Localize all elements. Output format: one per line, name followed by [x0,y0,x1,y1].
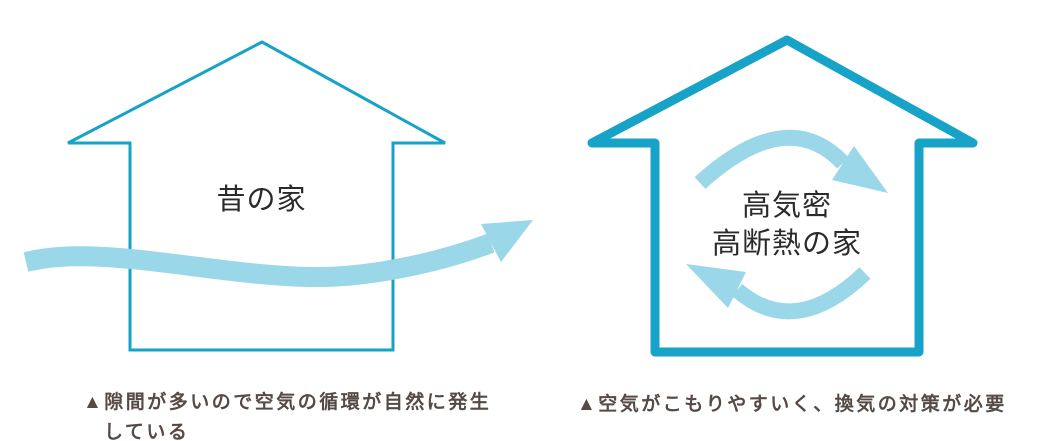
circulation-bottom-arrow-icon [686,264,871,320]
old-house-caption-line2: している [104,422,190,441]
old-house-outline [67,40,446,352]
new-house-caption: ▲空気がこもりやすいく、換気の対策が必要 [577,394,1007,415]
circulation-bottom-head [686,264,746,308]
circulation-bottom-shaft [731,267,871,320]
circulation-top-arrow-icon [694,129,888,193]
new-house-label: 高気密 高断熱の家 [655,187,919,263]
circulation-top-shaft [694,129,849,189]
airflow-arrow-head [481,220,533,262]
old-house-caption-line1: ▲隙間が多いので空気の循環が自然に発生 [83,392,492,413]
airflow-through-arrow-icon [23,220,533,288]
old-house-caption: ▲隙間が多いので空気の循環が自然に発生 している [83,388,491,441]
new-house-label-line2: 高断熱の家 [711,228,862,260]
airflow-arrow-shaft [23,233,495,288]
old-house-label: 昔の家 [216,184,307,216]
new-house-outline [587,35,978,357]
new-house-label-line1: 高気密 [741,190,832,222]
circulation-top-head [832,146,888,193]
